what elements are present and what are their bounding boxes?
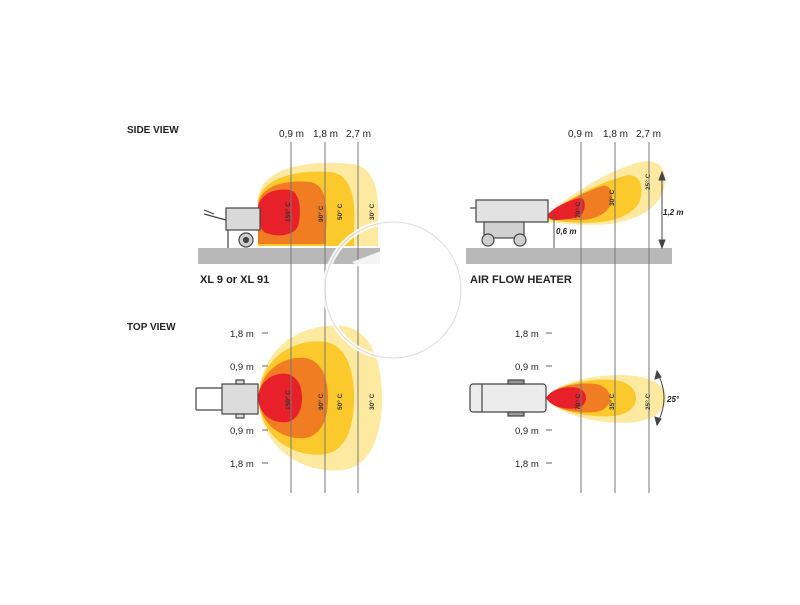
side-left-temp-50: 50° C bbox=[336, 203, 344, 220]
top-left-temp-50: 50° C bbox=[336, 393, 344, 410]
left-distance-label-2: 1,8 m bbox=[313, 129, 338, 140]
top-view-heading: TOP VIEW bbox=[127, 322, 176, 333]
distance-guide-lines bbox=[290, 142, 650, 493]
side-left-temp-150: 150° C bbox=[284, 202, 292, 222]
right-product-label: AIR FLOW HEATER bbox=[470, 274, 572, 286]
top-left-heater-unit bbox=[195, 379, 259, 419]
side-right-temp-25: 25° C bbox=[644, 173, 652, 190]
side-left-temp-30: 30° C bbox=[368, 203, 376, 220]
side-left-zone-150 bbox=[257, 189, 300, 236]
side-right-temp-30: 30° C bbox=[608, 189, 616, 206]
top-left-scale-upper-0-9: 0,9 m bbox=[230, 362, 254, 373]
side-left-ground bbox=[198, 248, 380, 264]
top-right-zone-70 bbox=[546, 387, 586, 409]
spread-angle-arrow bbox=[654, 369, 665, 427]
side-right-temp-70: 70° C bbox=[574, 201, 582, 218]
side-right-ground bbox=[466, 248, 672, 264]
side-right-zone-70 bbox=[548, 198, 585, 220]
side-right-heat-zones bbox=[548, 161, 665, 225]
top-right-lateral-ticks bbox=[546, 332, 552, 464]
right-distance-label-2: 1,8 m bbox=[603, 129, 628, 140]
left-product-label: XL 9 or XL 91 bbox=[200, 274, 269, 286]
top-left-temp-30: 30° C bbox=[368, 393, 376, 410]
top-left-scale-lower-1-8: 1,8 m bbox=[230, 459, 254, 470]
top-right-scale-lower-0-9: 0,9 m bbox=[515, 426, 539, 437]
side-left-temp-90: 90° C bbox=[317, 205, 325, 222]
side-right-heater-unit bbox=[470, 199, 555, 248]
top-left-scale-upper-1-8: 1,8 m bbox=[230, 329, 254, 340]
top-right-scale-lower-1-8: 1,8 m bbox=[515, 459, 539, 470]
top-right-scale-upper-0-9: 0,9 m bbox=[515, 362, 539, 373]
top-right-scale-upper-1-8: 1,8 m bbox=[515, 329, 539, 340]
low-height-label: 0,6 m bbox=[556, 227, 576, 236]
top-right-temp-25: 25° C bbox=[644, 393, 652, 410]
right-distance-label-3: 2,7 m bbox=[636, 129, 661, 140]
top-right-heater-unit bbox=[469, 379, 547, 417]
top-left-lateral-ticks bbox=[262, 332, 268, 464]
high-height-label: 1,2 m bbox=[663, 208, 683, 217]
side-left-heat-zones bbox=[257, 162, 379, 246]
watermark-logo bbox=[322, 219, 464, 361]
top-left-temp-150: 150° C bbox=[284, 390, 292, 410]
top-left-scale-lower-0-9: 0,9 m bbox=[230, 426, 254, 437]
side-left-heater-unit bbox=[203, 207, 261, 248]
top-right-heat-zones bbox=[546, 375, 666, 423]
top-right-temp-70: 70° C bbox=[574, 393, 582, 410]
top-left-temp-90: 90° C bbox=[317, 393, 325, 410]
right-distance-label-1: 0,9 m bbox=[568, 129, 593, 140]
spread-angle-label: 25° bbox=[666, 395, 680, 404]
left-distance-label-3: 2,7 m bbox=[346, 129, 371, 140]
side-view-heading: SIDE VIEW bbox=[127, 125, 179, 136]
top-right-temp-35: 35° C bbox=[608, 393, 616, 410]
left-distance-label-1: 0,9 m bbox=[279, 129, 304, 140]
high-height-arrow bbox=[658, 170, 666, 250]
